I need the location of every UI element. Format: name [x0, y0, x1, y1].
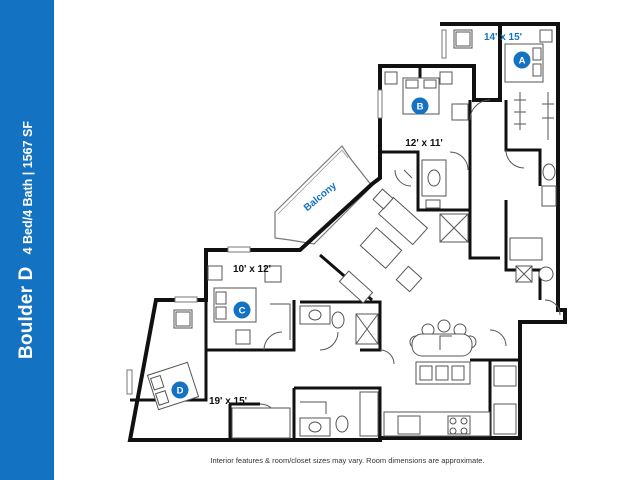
room-c: C 10' x 12': [233, 264, 271, 319]
floor-plan-drawing: Balcony: [126, 22, 567, 442]
room-c-badge: C: [239, 306, 246, 317]
room-a-badge: A: [519, 56, 526, 67]
plan-specs: 4 Bed/4 Bath | 1567 SF: [21, 120, 35, 255]
room-d-dimensions: 19' x 15': [209, 396, 247, 407]
disclaimer: Interior features & room/closet sizes ma…: [210, 456, 485, 465]
room-a: A 14' x 15': [484, 32, 531, 69]
plan-title-group: Boulder D 4 Bed/4 Bath | 1567 SF: [16, 121, 38, 359]
closets: [270, 92, 554, 414]
bedroom-c-furniture: [207, 265, 282, 345]
windows: [126, 29, 447, 395]
kitchen: [383, 361, 517, 437]
room-b-dimensions: 12' x 11': [405, 138, 443, 149]
room-b: B 12' x 11': [405, 97, 443, 149]
plan-sidebar: Boulder D 4 Bed/4 Bath | 1567 SF: [0, 0, 54, 480]
room-a-dimensions: 14' x 15': [484, 32, 522, 43]
door-swings: [259, 99, 561, 423]
exterior-walls: [127, 22, 567, 442]
room-c-dimensions: 10' x 12': [233, 264, 271, 275]
plan-name: Boulder D: [16, 266, 37, 360]
dining-set: [409, 319, 477, 357]
living-furniture: [338, 188, 429, 304]
bedroom-b-furniture: [384, 71, 469, 121]
bathrooms: [299, 159, 557, 437]
room-d: D 19' x 15': [171, 381, 247, 407]
room-d-badge: D: [177, 386, 184, 397]
floor-plan: Balcony: [54, 0, 640, 480]
room-b-badge: B: [417, 102, 424, 113]
bedroom-d-furniture: [146, 309, 291, 439]
balcony-label: Balcony: [302, 180, 339, 214]
